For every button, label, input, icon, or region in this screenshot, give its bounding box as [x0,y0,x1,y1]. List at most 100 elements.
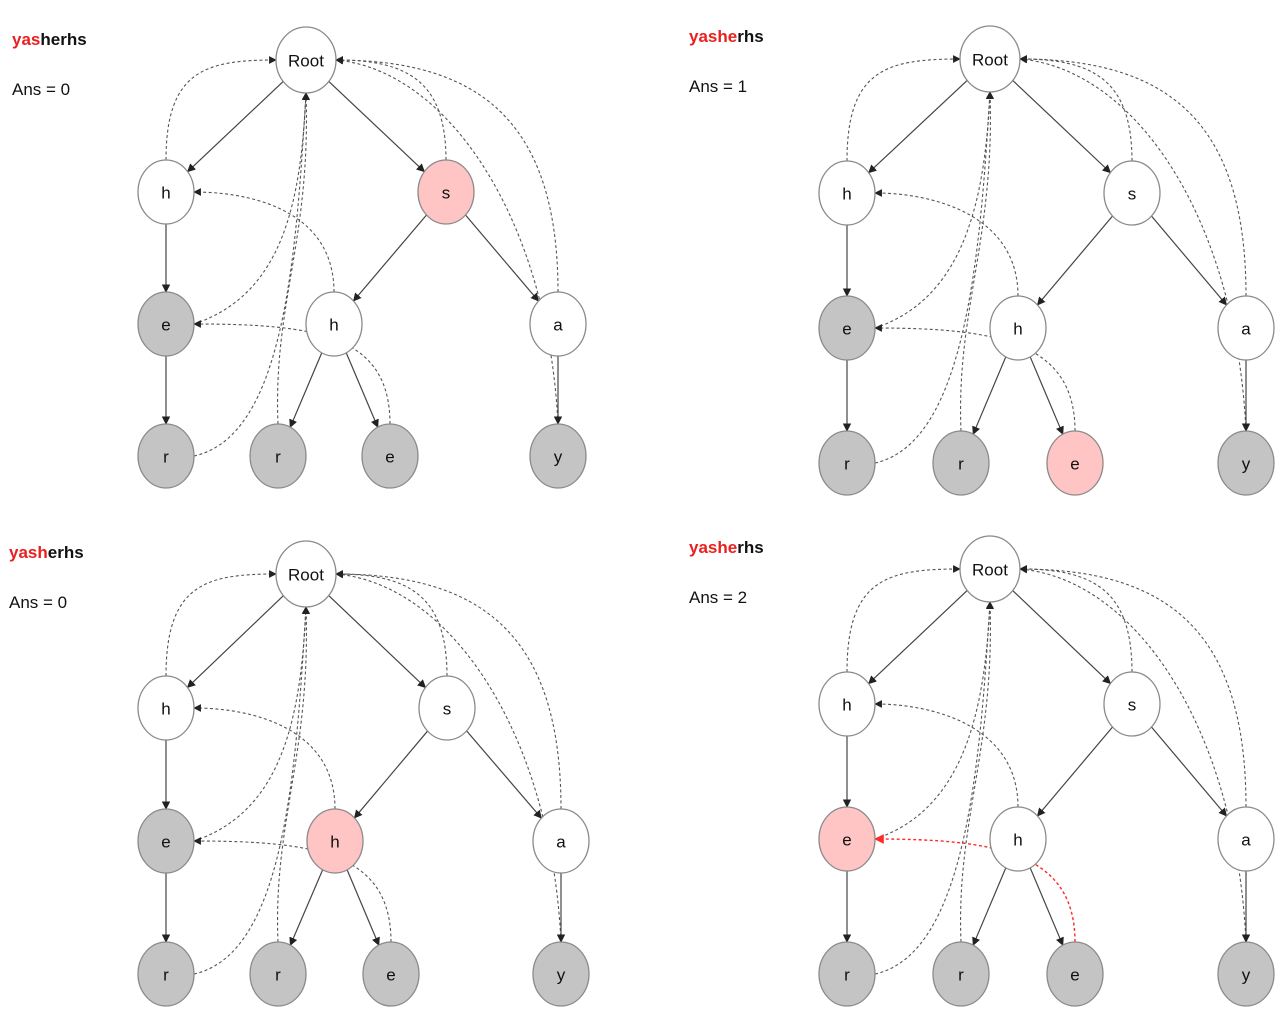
fail-link-r2-to-root [960,91,995,432]
active-node-circle [306,808,364,874]
trie-node-r1: r [818,430,876,496]
panel-3-remaining-text: erhs [47,543,84,562]
trie-edge-h2-to-e2 [1029,356,1064,435]
node-circle [137,291,195,357]
fail-link-e1-to-root [874,91,994,329]
trie-node-root: Root [959,535,1021,603]
node-circle [989,806,1047,872]
trie-node-r1: r [137,941,195,1007]
node-circle [137,941,195,1007]
node-circle [137,423,195,489]
trie-edge-s-to-a [465,214,540,302]
fail-link-h2-to-h1 [874,189,1019,297]
trie-node-y: y [529,423,587,489]
fail-link-h1-to-root [165,56,277,161]
fail-link-h2-to-h1 [193,188,335,293]
node-label: h [842,696,851,715]
node-label: r [958,455,964,474]
panel-1-answer: Ans = 0 [12,80,71,99]
fail-link-h1-to-root [846,565,961,673]
node-label: a [556,833,566,852]
trie-node-e1: e [818,295,876,361]
node-label: h [1013,831,1022,850]
trie-edge-h2-to-r2 [972,356,1007,435]
trie-edge-root-to-s [328,595,427,689]
node-label: r [844,966,850,985]
trie-node-root: Root [959,25,1021,93]
node-circle [818,430,876,496]
node-label: r [958,966,964,985]
node-label: e [161,316,170,335]
node-circle [932,430,990,496]
trie-node-root: Root [275,26,337,94]
node-circle [529,291,587,357]
node-circle [1217,941,1275,1007]
node-label: e [386,966,395,985]
node-label: e [1070,966,1079,985]
node-label: s [1128,696,1137,715]
panel-3-answer: Ans = 0 [9,593,68,612]
trie-node-h2: h [305,291,363,357]
node-label: Root [972,51,1008,70]
node-label: h [161,700,170,719]
trie-edge-root-to-s [328,81,426,173]
fail-link-h1-to-root [846,55,961,162]
node-label: h [842,185,851,204]
trie-edge-s-to-a [1150,726,1228,817]
node-circle [932,941,990,1007]
panel-3-caption: yasherhs Ans = 0 [9,543,84,613]
trie-edge-root-to-h1 [186,595,284,689]
node-label: y [1242,966,1251,985]
fail-link-s-to-root [1019,55,1133,162]
panel-4-trie: Root h s e h a r r e y [818,535,1275,1007]
trie-node-y: y [1217,941,1275,1007]
trie-edge-root-to-h1 [868,79,968,174]
trie-node-r2: r [249,941,307,1007]
trie-node-e2: e [1046,941,1104,1007]
fail-link-r1-to-root [193,606,310,975]
trie-node-r2: r [249,423,307,489]
panel-1-text-string: yasherhs [12,30,87,50]
node-label: e [1070,455,1079,474]
fail-link-h1-to-root [165,570,277,677]
panel-2-remaining-text: rhs [737,27,764,46]
fail-link-e2-to-e1 [193,837,392,943]
panel-3-text-string: yasherhs [9,543,84,563]
trie-node-y: y [532,941,590,1007]
trie-node-y: y [1217,430,1275,496]
trie-node-h1: h [818,160,876,226]
node-circle [1103,671,1161,737]
trie-edge-s-to-h2 [1036,215,1114,306]
node-label: a [1241,831,1251,850]
node-circle [362,941,420,1007]
fail-link-a-to-root [335,570,562,810]
panel-2-answer: Ans = 1 [689,77,748,96]
node-label: Root [288,52,324,71]
trie-node-e1: e [818,806,876,872]
trie-edge-h2-to-e2 [345,352,379,428]
trie-node-s: s [417,159,475,225]
trie-edge-h2-to-r2 [289,869,324,947]
fail-link-r2-to-root [277,606,311,943]
active-node-circle [818,806,876,872]
node-label: a [553,316,563,335]
trie-edge-h2-to-r2 [289,352,323,428]
fail-link-r1-to-root [193,92,310,457]
node-label: s [442,184,451,203]
trie-node-h1: h [818,671,876,737]
trie-node-e2: e [361,423,419,489]
node-label: r [275,966,281,985]
node-circle [818,941,876,1007]
trie-node-r2: r [932,430,990,496]
node-label: r [844,455,850,474]
trie-node-r1: r [137,423,195,489]
panel-2-matched-prefix: yashe [689,27,738,46]
fail-link-e1-to-root [874,601,994,840]
trie-edge-s-to-h2 [352,214,427,302]
fail-link-a-to-root [1019,565,1247,808]
node-circle [532,941,590,1007]
panel-4-answer: Ans = 2 [689,588,748,607]
